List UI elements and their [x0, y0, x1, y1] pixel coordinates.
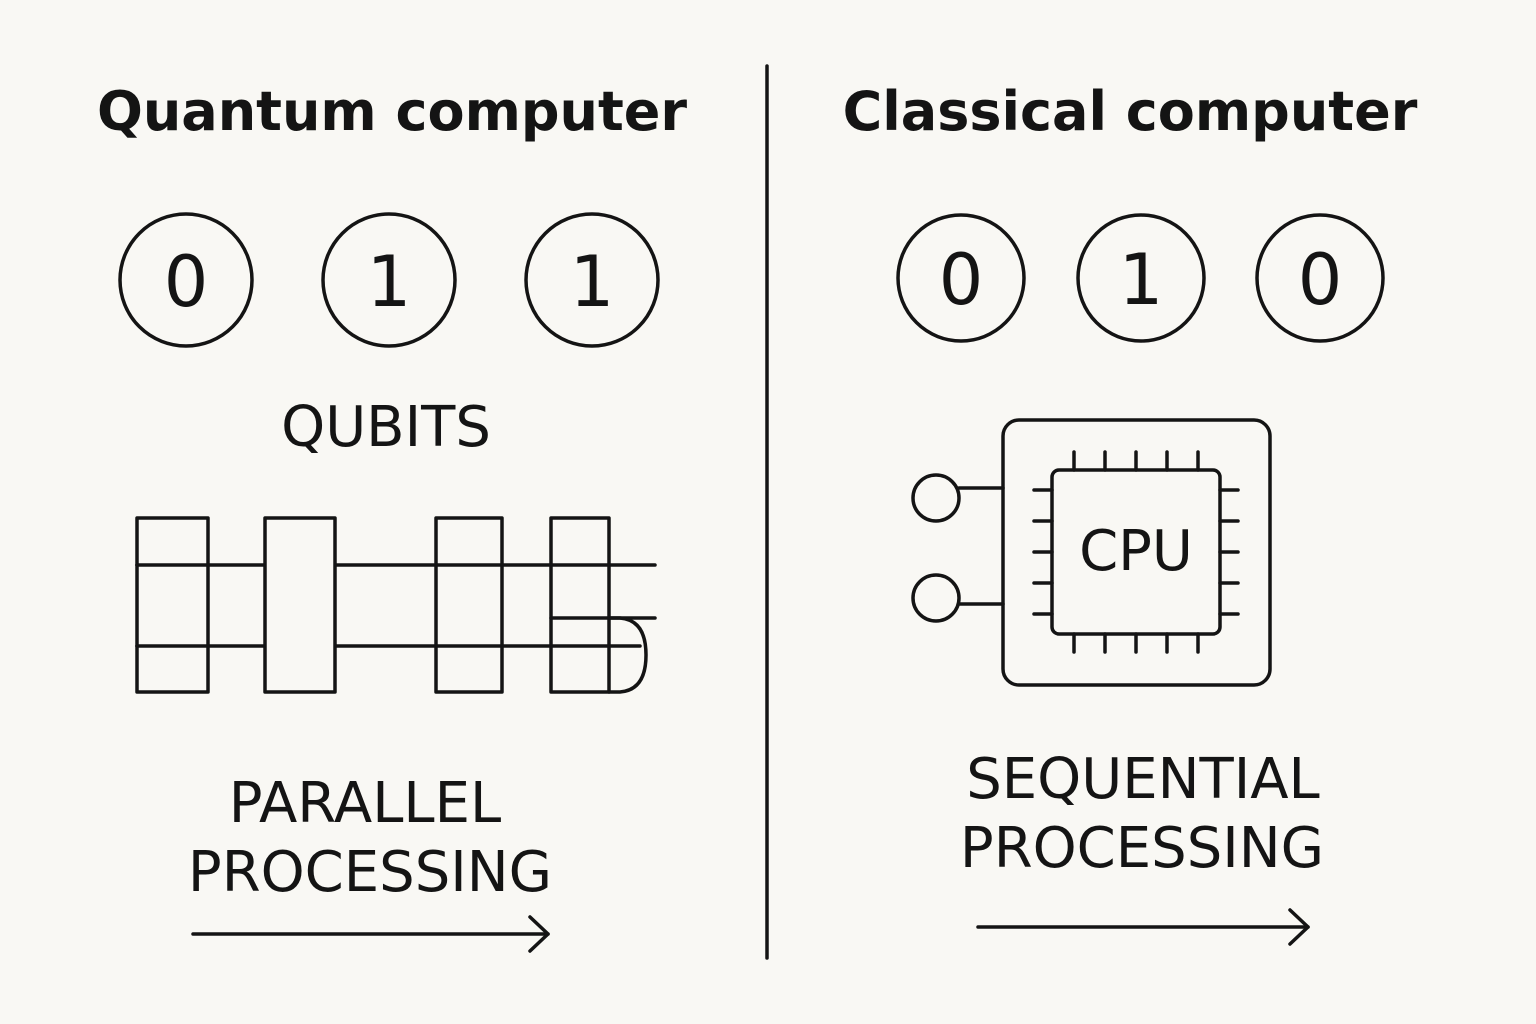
qubit-circle: [118, 212, 254, 348]
classical-title: Classical computer: [843, 80, 1418, 143]
sequential-processing-label: PROCESSING: [960, 816, 1324, 881]
bit-2: 0: [1255, 213, 1385, 343]
quantum-panel: Quantum computer 0 1 1 QUBITS: [97, 80, 687, 953]
bit-circle: [1076, 213, 1206, 343]
quantum-title: Quantum computer: [97, 80, 687, 143]
qubit-value: 0: [164, 241, 209, 323]
cpu-chip-icon: [911, 418, 1272, 687]
bit-value: 0: [1298, 239, 1343, 321]
arrow-right-icon: [976, 908, 1310, 946]
parallel-label: PARALLEL: [229, 771, 501, 836]
parallel-processing-label: PROCESSING: [188, 840, 552, 905]
bit-circle: [896, 213, 1026, 343]
bit-circle: [1255, 213, 1385, 343]
qubits-label: QUBITS: [281, 395, 491, 460]
bit-value: 0: [939, 239, 984, 321]
qubit-circle: [524, 212, 660, 348]
qubit-value: 1: [367, 241, 412, 323]
classical-panel: Classical computer 0 1 0: [843, 80, 1418, 946]
qubit-value: 1: [570, 241, 615, 323]
bit-0: 0: [896, 213, 1026, 343]
qubit-0: 0: [118, 212, 254, 348]
cpu-label: CPU: [1079, 519, 1193, 584]
bit-1: 1: [1076, 213, 1206, 343]
qubit-circle: [321, 212, 457, 348]
sequential-label: SEQUENTIAL: [966, 747, 1320, 812]
qubit-1: 1: [321, 212, 457, 348]
quantum-circuit-icon: [135, 516, 657, 694]
arrow-right-icon: [191, 915, 550, 953]
qubit-2: 1: [524, 212, 660, 348]
bit-value: 1: [1119, 239, 1164, 321]
